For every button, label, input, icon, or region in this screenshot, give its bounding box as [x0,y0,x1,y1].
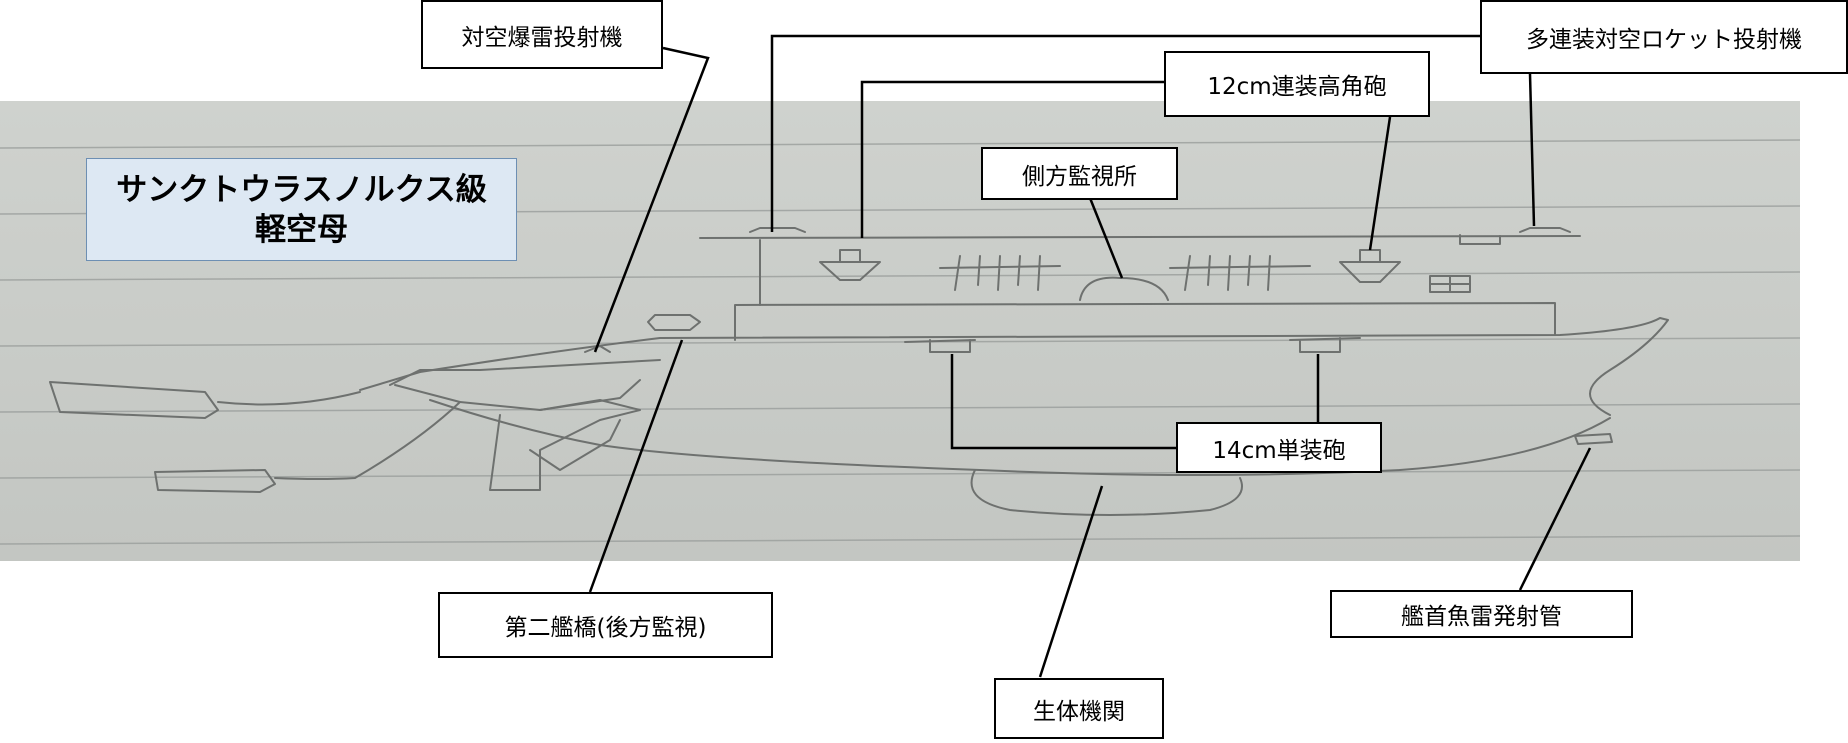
callout-lines [588,34,1592,678]
callout-line-torpedo [1518,447,1592,591]
label-12cm-aa-gun: 12cm連装高角砲 [1164,51,1430,117]
callout-line-12cm-right [1368,116,1392,251]
callout-line-12cm-left [860,80,1165,238]
callout-line-bio-engine [1038,485,1104,678]
callout-line-rocket-left [770,34,1480,232]
title-line-2: 軽空母 [255,211,348,248]
label-rocket-launcher: 多連装対空ロケット投射機 [1480,0,1848,74]
callout-line-second-bridge [588,339,684,593]
title-line-1: サンクトウラスノルクス級 [116,171,487,208]
label-depth-charge-launcher: 対空爆雷投射機 [421,0,663,69]
ship-drawing [49,227,1669,516]
callout-line-rocket-right [1528,73,1536,227]
label-second-bridge: 第二艦橋(後方監視) [438,592,773,658]
callout-line-lookout [1088,197,1124,279]
callout-line-14cm-left [950,354,1177,450]
label-bio-engine: 生体機関 [994,678,1164,739]
label-14cm-gun: 14cm単装砲 [1176,422,1382,473]
title-box: サンクトウラスノルクス級 軽空母 [86,158,517,261]
callout-line-depth-charge [593,46,710,353]
label-side-lookout: 側方監視所 [981,147,1178,200]
label-bow-torpedo-tubes: 艦首魚雷発射管 [1330,590,1633,638]
